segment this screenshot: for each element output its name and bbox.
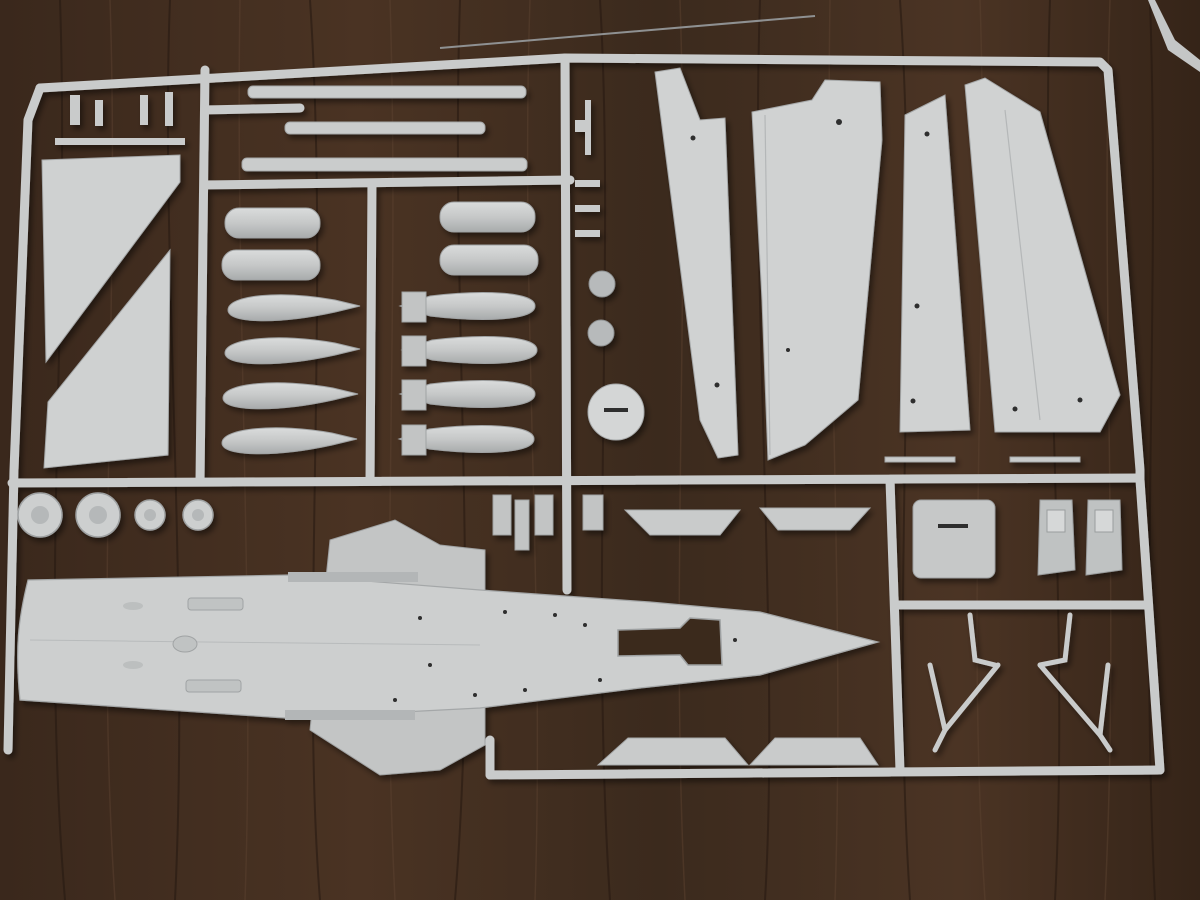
sprue-tree bbox=[3, 53, 1165, 780]
vertical-tail-left bbox=[751, 79, 883, 461]
rudder-right bbox=[899, 94, 971, 433]
missile-rails bbox=[241, 85, 528, 172]
sprue-frame bbox=[3, 53, 1165, 780]
instrument-panel bbox=[912, 499, 996, 579]
landing-wheels bbox=[17, 492, 214, 538]
fuel-tanks bbox=[221, 201, 539, 281]
pylons bbox=[623, 456, 1081, 536]
intake-ramps bbox=[596, 737, 879, 766]
ejection-seats bbox=[1037, 499, 1123, 576]
stray-wire bbox=[439, 15, 816, 49]
rudder-left bbox=[654, 67, 739, 459]
small-parts-top-left bbox=[55, 92, 185, 145]
bombs-left-column bbox=[221, 294, 361, 455]
vertical-tail-right bbox=[964, 77, 1121, 433]
small-brackets bbox=[575, 100, 600, 237]
adjacent-sprue-fragment bbox=[1148, 0, 1200, 72]
fuselage-half bbox=[17, 519, 881, 776]
bombs-right-column bbox=[397, 291, 538, 456]
landing-gear-struts bbox=[927, 612, 1113, 753]
center-small-parts bbox=[492, 494, 604, 551]
round-parts bbox=[587, 270, 645, 441]
horizontal-stabilizer-upper bbox=[41, 154, 181, 364]
horizontal-stabilizer-lower bbox=[43, 248, 171, 469]
